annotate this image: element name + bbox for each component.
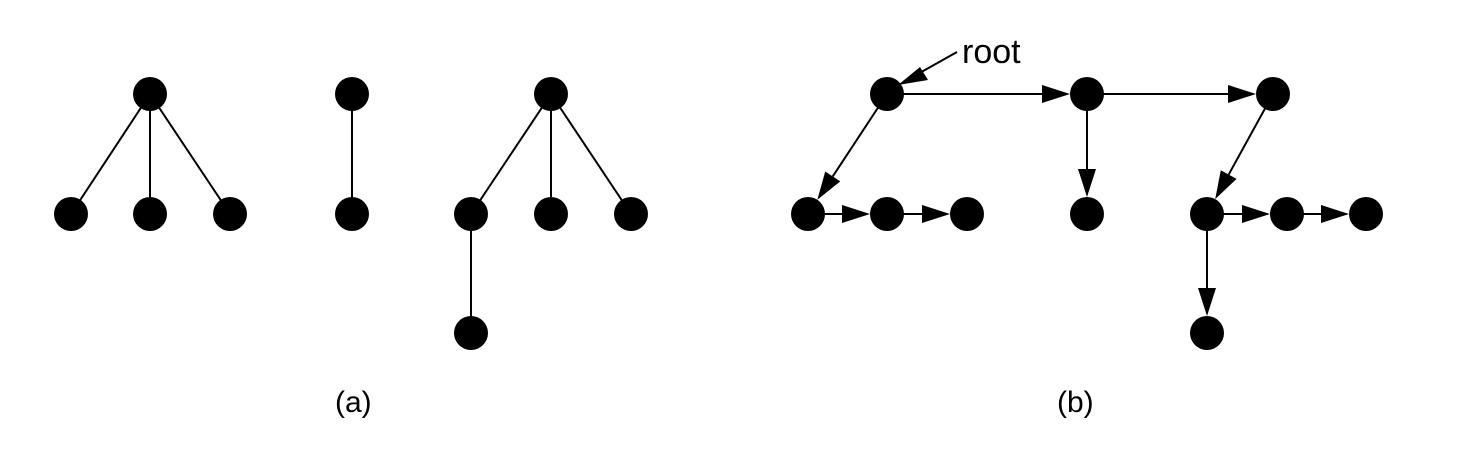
graph-node-q0 [1070, 197, 1104, 231]
graph-node-s1 [1270, 197, 1304, 231]
root-pointer-line [915, 51, 958, 76]
arrowhead-p0-p1 [842, 205, 870, 223]
tree-node-a2 [133, 197, 167, 231]
tree-node-c1 [454, 197, 488, 231]
tree-node-a0 [133, 77, 167, 111]
graph-node-r2 [1256, 77, 1290, 111]
graph-node-p1 [870, 197, 904, 231]
graph-node-p2 [950, 197, 984, 231]
tree-edge-c0-c1 [470, 93, 552, 215]
tree-node-c0 [534, 77, 568, 111]
tree-node-c4 [454, 316, 488, 350]
tree-edge-a0-a1 [70, 93, 151, 215]
arrowhead-p1-p2 [922, 205, 950, 223]
tree-node-c3 [614, 197, 648, 231]
graph-node-s0 [1190, 197, 1224, 231]
root-pointer-arrowhead [898, 67, 928, 85]
arrowhead-r1-q0 [1078, 169, 1096, 197]
graph-node-r1 [1070, 77, 1104, 111]
root-label: root [962, 33, 1021, 71]
arrowhead-r0-r1 [1042, 85, 1070, 103]
graph-node-p0 [791, 197, 825, 231]
tree-edge-c0-c3 [550, 93, 632, 215]
caption-a: (a) [335, 386, 372, 419]
graph-node-r0 [870, 77, 904, 111]
graph-node-t0 [1190, 316, 1224, 350]
arrowhead-s0-t0 [1198, 288, 1216, 316]
tree-node-a1 [54, 197, 88, 231]
tree-node-a3 [213, 197, 247, 231]
tree-node-b1 [335, 197, 369, 231]
panel-a-undirected-forest [54, 77, 648, 350]
caption-b: (b) [1057, 386, 1094, 419]
tree-edge-a0-a3 [149, 93, 231, 215]
arrowhead-r2-s0 [1215, 170, 1237, 200]
arrowhead-r1-r2 [1228, 85, 1256, 103]
arrowhead-s1-s2 [1321, 205, 1349, 223]
arrowhead-r0-p0 [817, 171, 841, 200]
tree-node-b0 [335, 77, 369, 111]
panel-b-directed-representation [791, 77, 1383, 350]
tree-node-c2 [534, 197, 568, 231]
arrowhead-s0-s1 [1242, 205, 1270, 223]
graph-node-s2 [1349, 197, 1383, 231]
